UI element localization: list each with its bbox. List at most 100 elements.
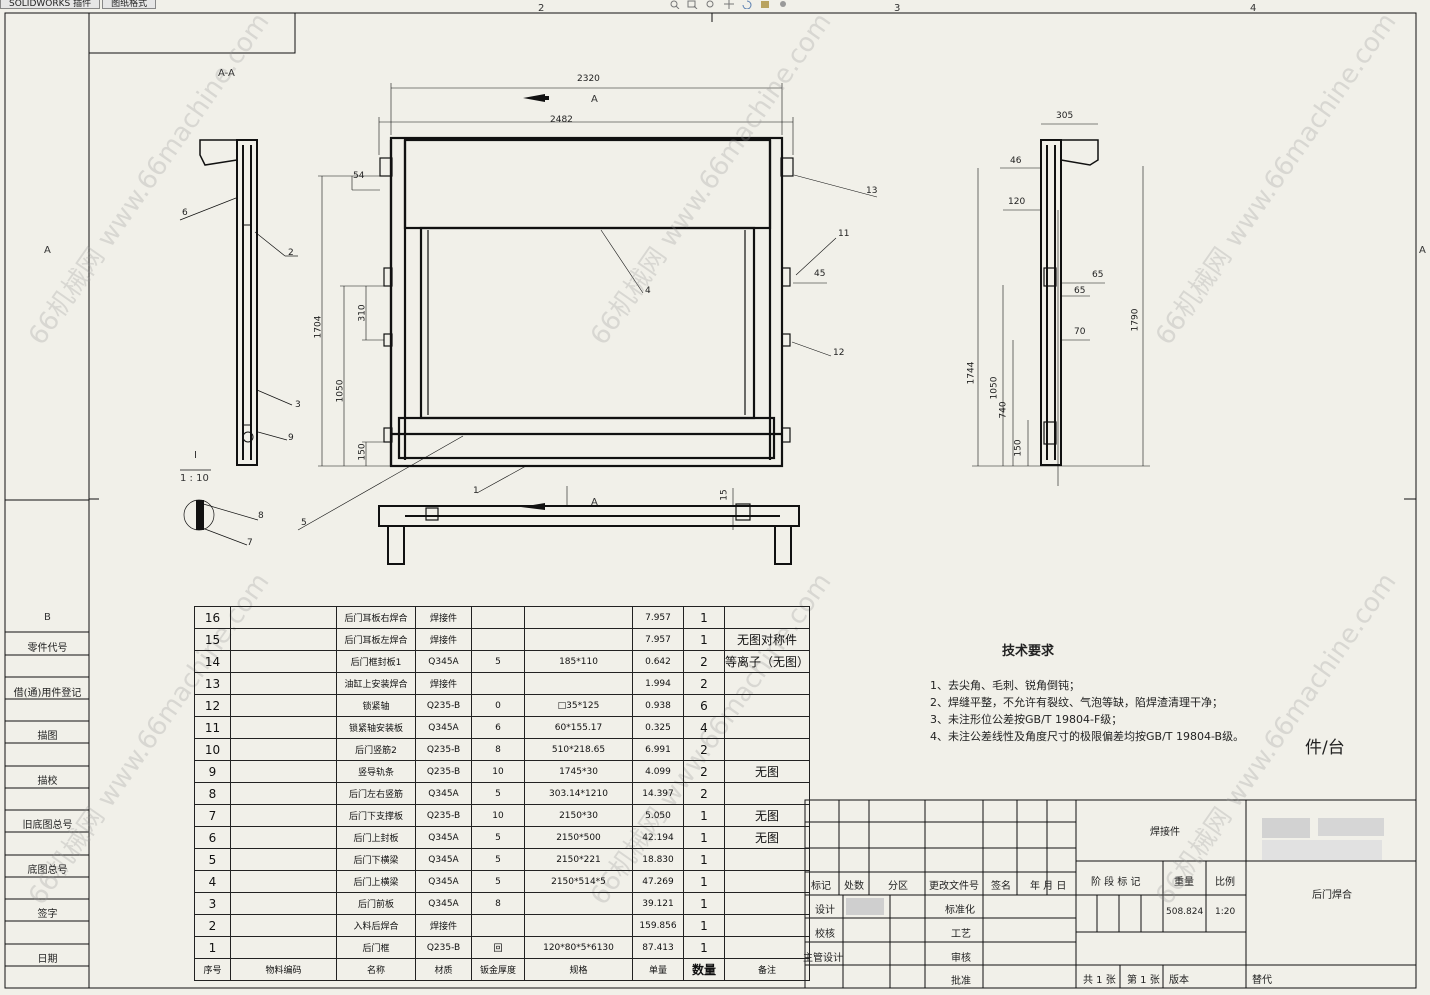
bom-cell [230,936,337,959]
zone-mark: 2 [538,3,545,14]
bom-cell: 1.994 [632,672,684,695]
bom-cell: 5 [471,650,525,673]
view-icon[interactable] [758,0,772,9]
bom-cell: 后门框封板1 [336,650,416,673]
zone-mark: B [44,612,51,623]
bom-cell: Q345A [415,892,472,915]
tb-header: 分区 [888,881,908,892]
bom-cell [723,606,811,629]
bom-cell: 5.050 [632,804,684,827]
bom-cell: 无图 [723,760,811,783]
bom-cell [723,848,811,871]
bom-header-cell: 钣金厚度 [471,958,525,981]
bom-cell: 4 [194,870,231,893]
rotate-icon[interactable] [740,0,754,9]
tb-header: 签名 [991,881,1011,892]
bom-cell: 无图 [723,804,811,827]
bom-cell: 2 [683,782,725,805]
bom-cell: 87.413 [632,936,684,959]
technical-requirements: 技术要求 1、去尖角、毛刺、锐角倒钝； 2、焊缝平整，不允许有裂纹、气泡等缺，陷… [930,640,1244,745]
role-label: 设计 [815,905,835,916]
bom-cell: 后门前板 [336,892,416,915]
bom-cell: Q345A [415,870,472,893]
role-label: 主管设计 [803,953,843,964]
dimension: 120 [1008,197,1026,207]
bom-cell: 159.856 [632,914,684,937]
bom-cell: 焊接件 [415,914,472,937]
balloon-callout: 7 [247,538,253,548]
bom-cell: 后门下支撑板 [336,804,416,827]
role-label: 审核 [951,953,971,964]
balloon-callout: 3 [295,400,301,410]
bom-cell: 无图对称件 [723,628,811,651]
bom-cell [230,782,337,805]
bom-cell: 1 [683,936,725,959]
bom-cell [230,870,337,893]
bom-cell: 锁紧轴安装板 [336,716,416,739]
sheet-count: 共 1 张 [1083,975,1116,986]
bom-cell: 2150*30 [524,804,633,827]
bom-header-cell: 物料编码 [230,958,337,981]
dimension: 1050 [335,379,346,403]
bom-cell [230,650,337,673]
left-column-label: 描图 [37,731,58,742]
bom-cell: 16 [194,606,231,629]
bom-cell [524,914,633,937]
dimension: 740 [998,401,1009,419]
tech-requirement-line: 3、未注形位公差按GB/T 19804-F级； [930,713,1123,726]
tab-sheet-format[interactable]: 图纸格式 [102,0,157,9]
left-column-label: 签字 [37,909,58,920]
bom-cell: 5 [471,782,525,805]
bom-cell: 510*218.65 [524,738,633,761]
tab-solidworks-plugin[interactable]: SOLIDWORKS 插件 [0,0,101,9]
bom-cell: 等离子（无图） [723,650,811,673]
bom-cell [230,694,337,717]
balloon-callout: 6 [182,208,188,218]
bom-cell [230,892,337,915]
bom-cell: 4 [683,716,725,739]
left-column-label: 零件代号 [27,643,68,654]
bom-cell [230,760,337,783]
bom-cell: Q345A [415,848,472,871]
display-icon[interactable] [776,0,790,9]
detail-view-scale: 1 : 10 [180,473,209,484]
scale-label: 比例 [1215,877,1235,888]
detail-view-label: I [194,450,197,461]
balloon-callout: 12 [833,348,845,358]
bom-cell [524,892,633,915]
section-arrow-label: A [591,94,598,105]
tech-requirement-line: 1、去尖角、毛刺、锐角倒钝； [930,679,1080,692]
bom-cell: 303.14*1210 [524,782,633,805]
bom-cell: □35*125 [524,694,633,717]
bom-header-cell: 名称 [336,958,416,981]
bom-cell: 焊接件 [415,606,472,629]
pan-icon[interactable] [722,0,736,9]
unit-label: 件/台 [1305,738,1345,758]
part-name: 后门焊合 [1312,890,1352,901]
dimension: 1704 [313,315,324,339]
zoom-fit-icon[interactable] [668,0,682,9]
bom-cell: 2 [194,914,231,937]
bom-cell: 无图 [723,826,811,849]
bom-cell: 后门耳板左焊合 [336,628,416,651]
balloon-callout: 2 [288,248,294,258]
bom-cell: Q235-B [415,694,472,717]
bom-cell [230,826,337,849]
heads-up-toolbar [668,0,790,10]
bom-cell: 1 [683,826,725,849]
bom-cell [723,870,811,893]
bom-cell [230,672,337,695]
zoom-icon[interactable] [704,0,718,9]
bom-cell: Q235-B [415,738,472,761]
bom-cell: 5 [471,848,525,871]
sheet-number: 第 1 张 [1127,975,1160,986]
zoom-area-icon[interactable] [686,0,700,9]
dimension: 70 [1074,327,1086,337]
bom-cell: 12 [194,694,231,717]
bom-cell: 油缸上安装焊合 [336,672,416,695]
